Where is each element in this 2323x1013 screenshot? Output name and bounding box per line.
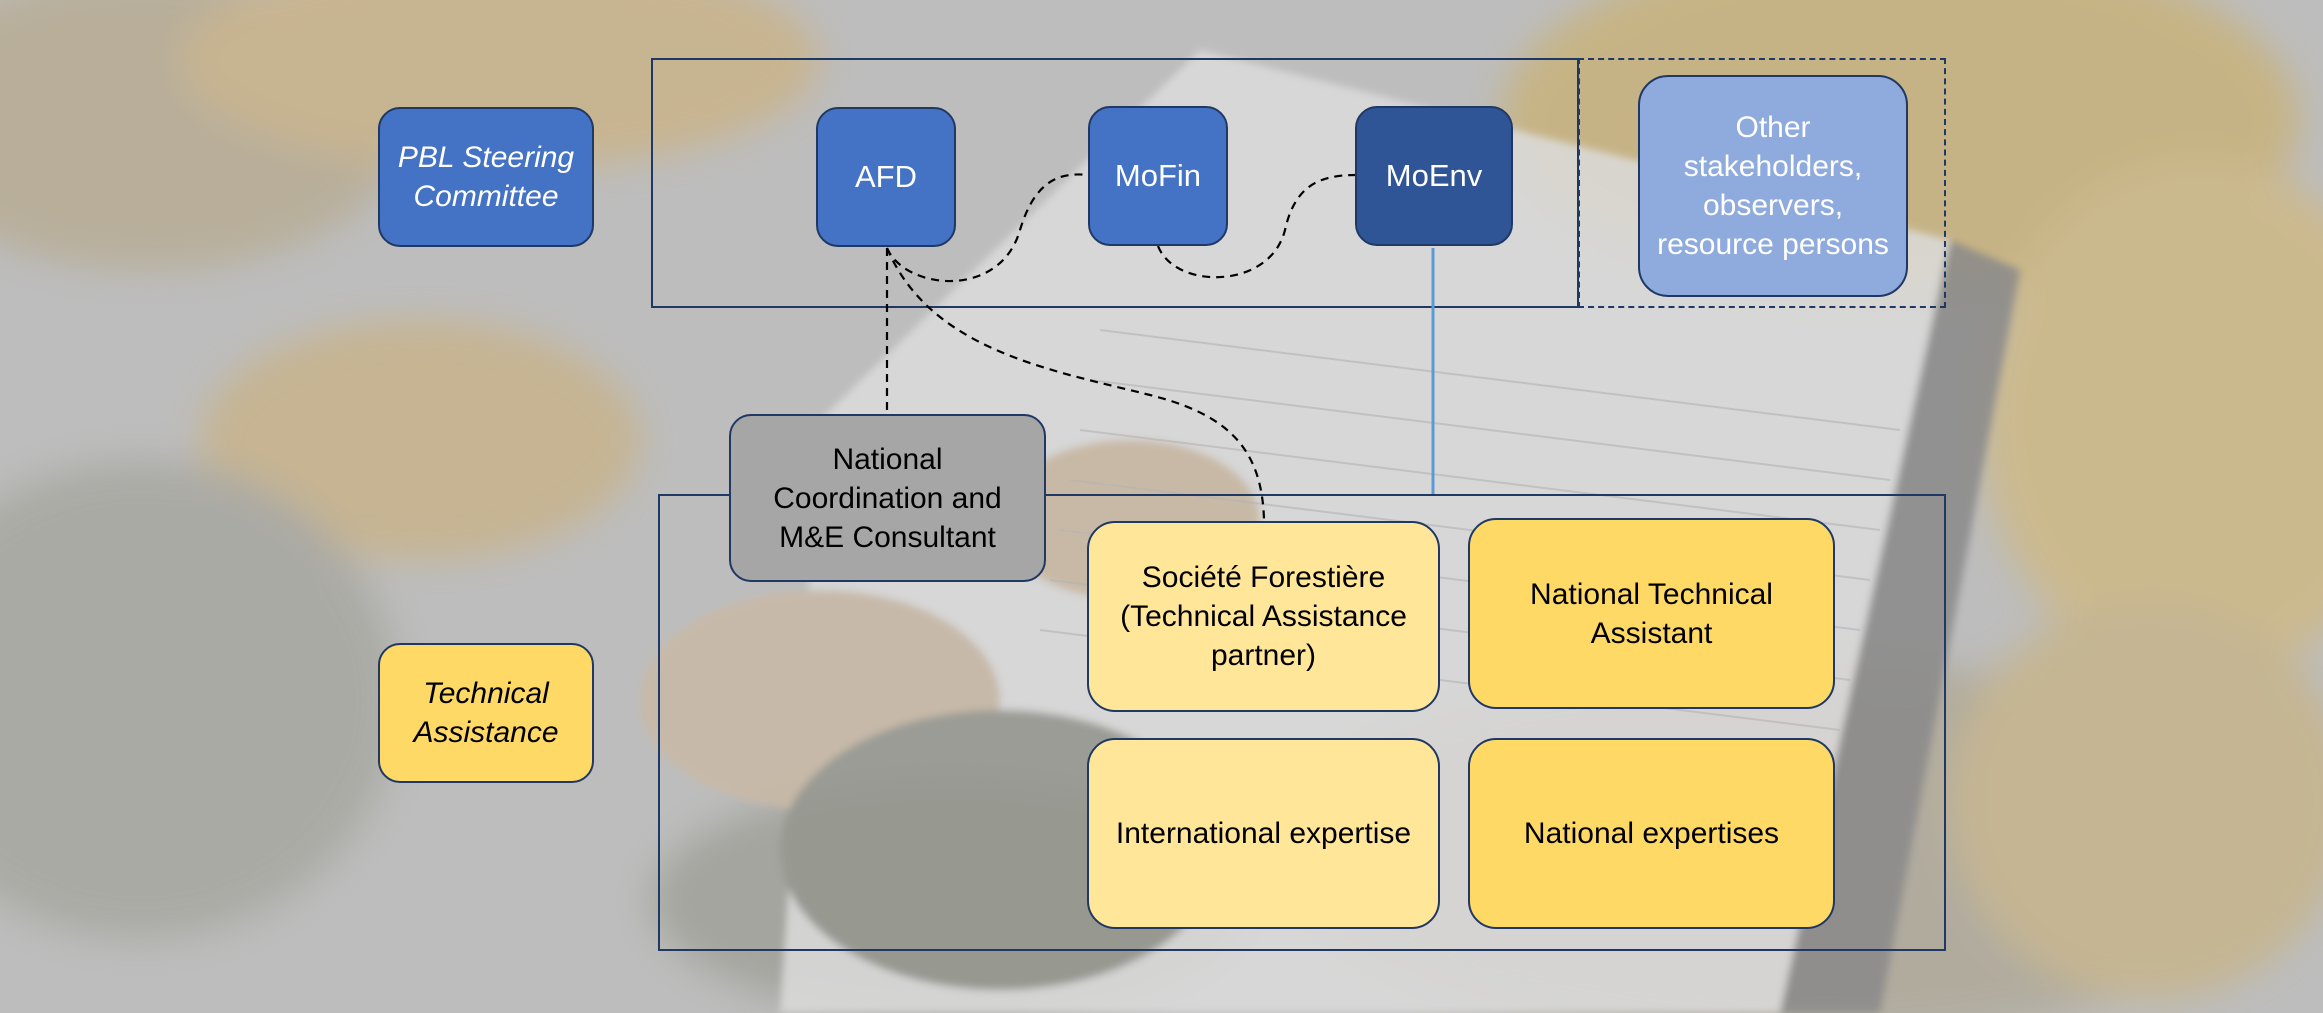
technical-assistance-label: Technical Assistance: [378, 643, 594, 783]
international-expertise-text: International expertise: [1115, 817, 1412, 850]
national-expertises-text: National expertises: [1523, 817, 1780, 850]
national-coordination-node: National Coordination and M&E Consultant: [729, 414, 1046, 582]
moenv-node: MoEnv: [1355, 106, 1513, 246]
moenv-text: MoEnv: [1385, 157, 1483, 193]
national-technical-assistant-text: National Technical Assistant: [1530, 577, 1773, 650]
international-expertise-node: International expertise: [1087, 738, 1440, 929]
technical-assistance-frame: [658, 494, 1946, 951]
mofin-node: MoFin: [1088, 106, 1228, 246]
other-stakeholders-frame: [1578, 58, 1946, 308]
national-coordination-text: National Coordination and M&E Consultant: [773, 442, 1002, 554]
afd-text: AFD: [855, 158, 917, 194]
mofin-text: MoFin: [1114, 157, 1202, 193]
societe-forestiere-text: Société Forestière (Technical Assistance…: [1120, 561, 1407, 672]
other-stakeholders-text: Other stakeholders, observers, resource …: [1657, 111, 1889, 261]
other-stakeholders-node: Other stakeholders, observers, resource …: [1638, 75, 1908, 297]
technical-assistance-text: Technical Assistance: [413, 677, 559, 749]
pbl-steering-committee-label: PBL Steering Committee: [378, 107, 594, 247]
national-expertises-node: National expertises: [1468, 738, 1835, 929]
societe-forestiere-node: Société Forestière (Technical Assistance…: [1087, 521, 1440, 712]
pbl-steering-committee-text: PBL Steering Committee: [397, 141, 575, 213]
national-technical-assistant-node: National Technical Assistant: [1468, 518, 1835, 709]
afd-node: AFD: [816, 107, 956, 247]
